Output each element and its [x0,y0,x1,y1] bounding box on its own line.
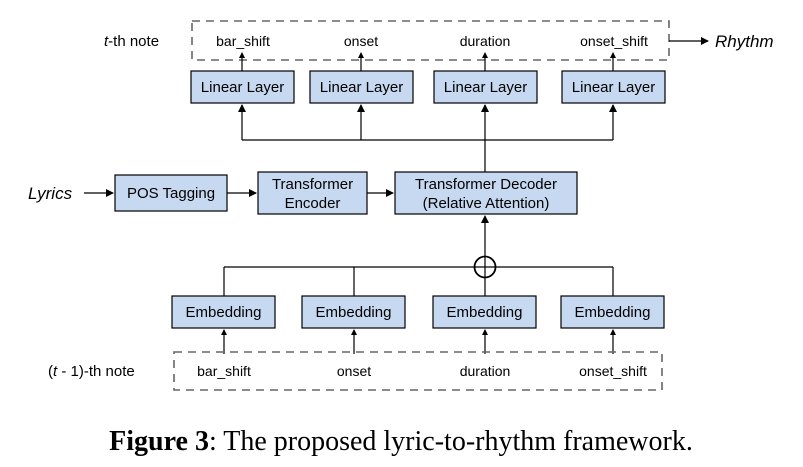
top-field-duration: duration [460,33,511,49]
linear-layer-box-3 [433,70,538,104]
decoder-label-line2: (Relative Attention) [423,195,550,212]
bottom-field-bar-shift: bar_shift [197,363,251,379]
pos-tagging-box [114,174,228,212]
transformer-encoder-box [257,171,368,215]
encoder-label-line2: Encoder [285,195,341,212]
figure-caption: Figure 3: The proposed lyric-to-rhythm f… [109,426,693,457]
decoder-label-line1: Transformer Decoder [415,176,557,193]
top-field-onset-shift: onset_shift [580,33,648,49]
embedding-label-1: Embedding [186,304,262,321]
linear-layer-label-2: Linear Layer [320,79,403,96]
embedding-label-3: Embedding [447,304,523,321]
top-field-onset: onset [344,33,378,49]
pos-tagging-label: POS Tagging [127,185,215,202]
bottom-field-duration: duration [460,363,511,379]
top-field-bar-shift: bar_shift [216,33,270,49]
linear-layer-label-4: Linear Layer [572,79,655,96]
linear-layer-label-3: Linear Layer [444,79,527,96]
embedding-box-1 [171,295,276,329]
bottom-field-onset: onset [337,363,371,379]
linear-layer-box-1 [190,70,295,104]
bottom-field-onset-shift: onset_shift [579,363,647,379]
bottom-note-group [173,351,663,391]
top-note-label: t-th note [104,33,159,50]
embedding-label-4: Embedding [575,304,651,321]
linear-layer-box-4 [561,70,666,104]
bottom-note-label: (t - 1)-th note [48,363,135,380]
transformer-decoder-box [394,171,578,215]
embedding-box-4 [560,295,665,329]
embedding-label-2: Embedding [316,304,392,321]
rhythm-label: Rhythm [715,32,774,51]
lyrics-label: Lyrics [28,184,73,203]
embedding-box-3 [432,295,537,329]
embedding-box-2 [301,295,406,329]
encoder-label-line1: Transformer [272,176,353,193]
linear-layer-label-1: Linear Layer [201,79,284,96]
